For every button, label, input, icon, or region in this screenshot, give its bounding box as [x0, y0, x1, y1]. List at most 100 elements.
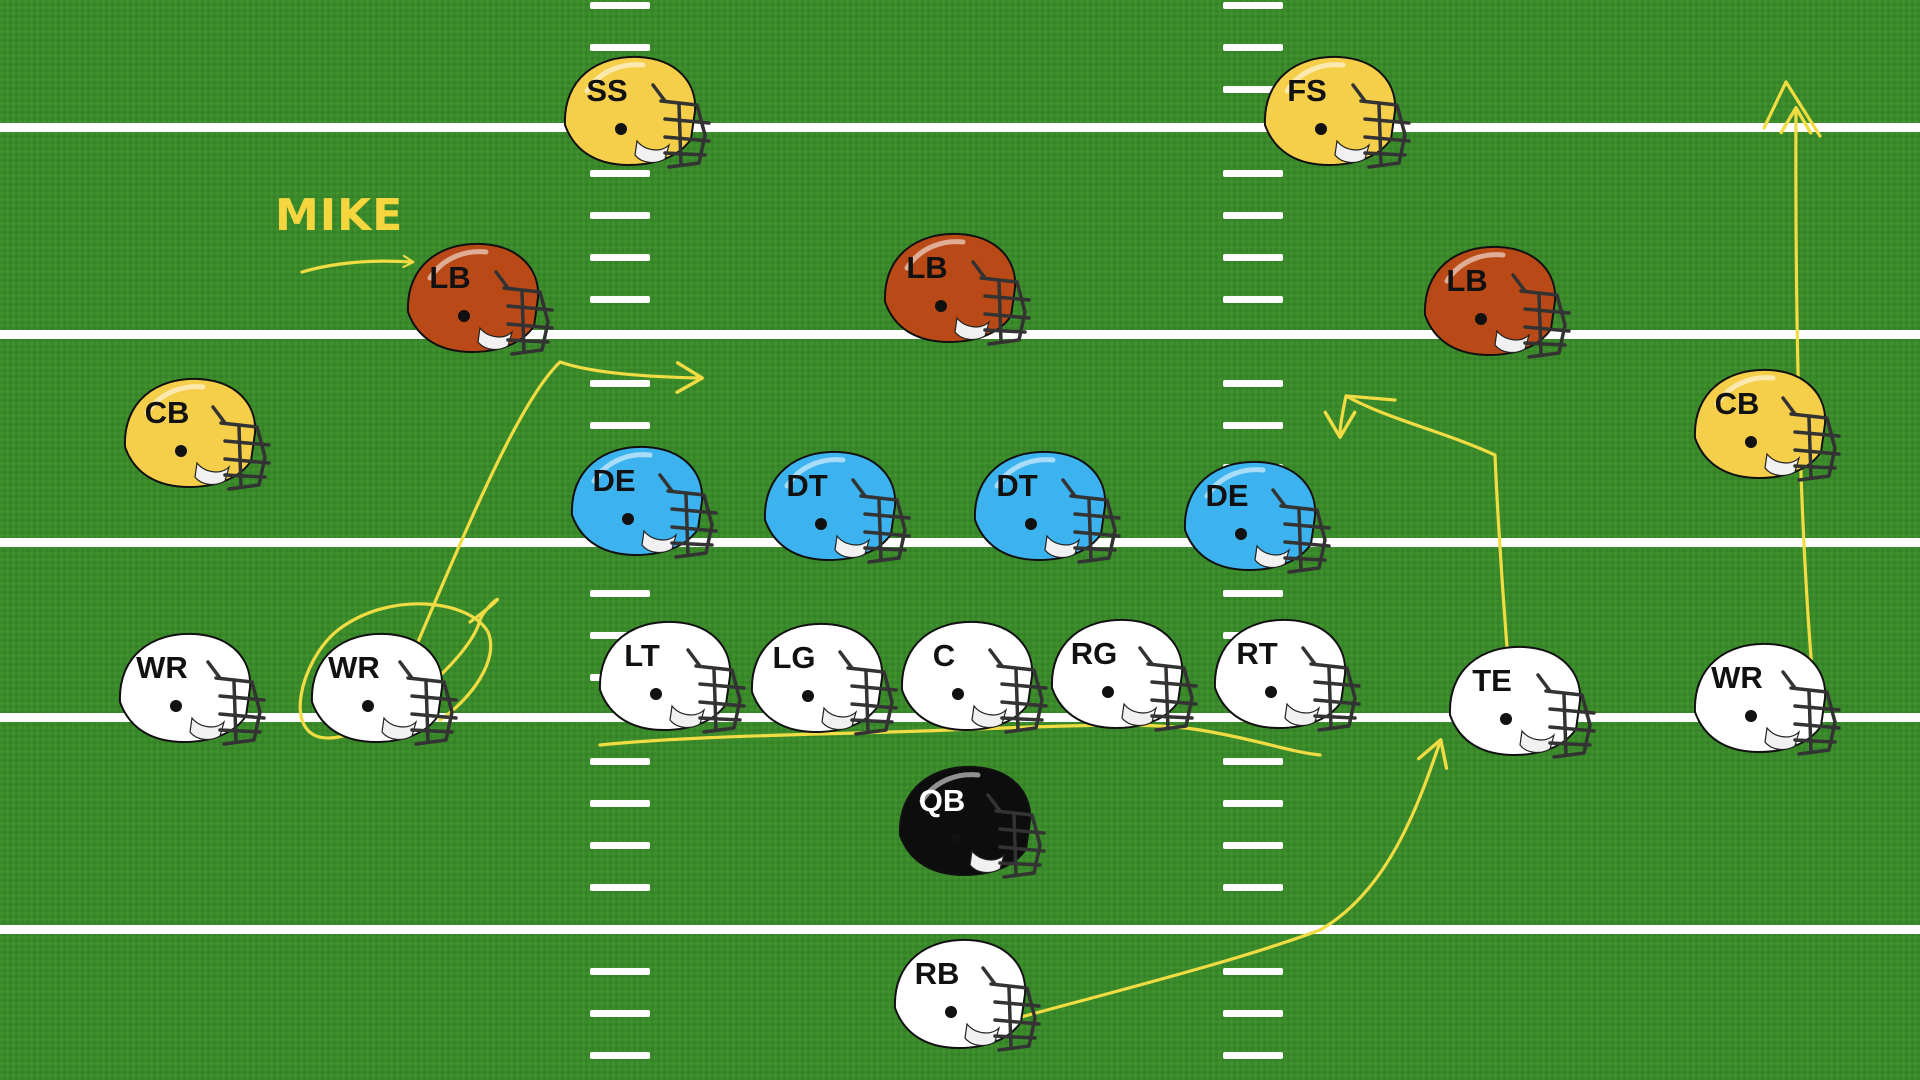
hash-mark: [1223, 44, 1283, 51]
player-label: DE: [1205, 478, 1248, 513]
player-label: DT: [996, 468, 1037, 503]
hash-mark: [590, 296, 650, 303]
hash-mark: [1223, 86, 1283, 93]
player-cb-right: CB: [1693, 368, 1841, 482]
right-wr-route-tip-left: [1762, 80, 1788, 130]
player-label: DE: [592, 463, 635, 498]
mike-annotation: MIKE: [275, 190, 403, 241]
player-lb-right: LB: [1423, 245, 1571, 359]
player-cb-left: CB: [123, 377, 271, 491]
player-label: CB: [1715, 386, 1760, 421]
helmet-icon: [1050, 618, 1198, 732]
player-wr-left-slot: WR: [310, 632, 458, 746]
player-dt-right: DT: [973, 450, 1121, 564]
hash-mark: [1223, 800, 1283, 807]
hash-mark: [1223, 422, 1283, 429]
hash-mark: [590, 842, 650, 849]
player-label: SS: [586, 73, 627, 108]
player-dt-left: DT: [763, 450, 911, 564]
hash-mark: [1223, 296, 1283, 303]
hash-mark: [1223, 2, 1283, 9]
helmet-icon: [750, 622, 898, 736]
hash-mark: [590, 1010, 650, 1017]
player-lb-middle: LB: [883, 232, 1031, 346]
slot-wr-route: [410, 360, 704, 658]
player-label: FS: [1287, 73, 1327, 108]
hash-mark: [1223, 590, 1283, 597]
player-lg: LG: [750, 622, 898, 736]
player-label: TE: [1472, 663, 1512, 698]
player-lt: LT: [598, 620, 746, 734]
helmet-icon: [883, 232, 1031, 346]
hash-mark: [1223, 254, 1283, 261]
hash-mark: [590, 212, 650, 219]
helmet-icon: [1213, 618, 1361, 732]
helmet-icon: [1183, 460, 1331, 574]
helmet-icon: [406, 242, 554, 356]
hash-mark: [1223, 1052, 1283, 1059]
helmet-icon: [1263, 55, 1411, 169]
hash-mark: [1223, 170, 1283, 177]
player-label: RT: [1236, 636, 1277, 671]
helmet-icon: [1693, 642, 1841, 756]
hash-mark: [590, 422, 650, 429]
player-ss: SS: [563, 55, 711, 169]
right-wr-route-tip-right: [1784, 80, 1822, 138]
player-label: CB: [145, 395, 190, 430]
hash-mark: [590, 254, 650, 261]
player-rb: RB: [893, 938, 1041, 1052]
player-rg: RG: [1050, 618, 1198, 732]
hash-mark: [1223, 758, 1283, 765]
player-label: LG: [772, 640, 815, 675]
hash-mark: [590, 590, 650, 597]
helmet-icon: [1448, 645, 1596, 759]
helmet-icon: [893, 938, 1041, 1052]
helmet-icon: [973, 450, 1121, 564]
player-fs: FS: [1263, 55, 1411, 169]
player-label: WR: [328, 650, 380, 685]
hash-mark: [590, 884, 650, 891]
slot-wr-circle: [298, 597, 499, 740]
player-label: RB: [915, 956, 960, 991]
hash-mark: [1223, 884, 1283, 891]
helmet-icon: [598, 620, 746, 734]
player-label: WR: [1711, 660, 1763, 695]
player-rt: RT: [1213, 618, 1361, 732]
hash-mark: [590, 968, 650, 975]
mike-pointer-arrow: [300, 254, 415, 274]
helmet-icon: [118, 632, 266, 746]
hash-mark: [1223, 968, 1283, 975]
player-de-left: DE: [570, 445, 718, 559]
helmet-icon: [563, 55, 711, 169]
helmet-icon: [763, 450, 911, 564]
player-label: RG: [1071, 636, 1118, 671]
hash-mark: [590, 170, 650, 177]
player-de-right: DE: [1183, 460, 1331, 574]
player-lb-left: LB: [406, 242, 554, 356]
player-label: LB: [906, 250, 947, 285]
player-label: LT: [624, 638, 660, 673]
te-route-tip: [1344, 394, 1397, 402]
hash-mark: [1223, 842, 1283, 849]
yard-line: [0, 123, 1920, 132]
hash-mark: [590, 2, 650, 9]
yard-line: [0, 538, 1920, 547]
hash-mark: [590, 1052, 650, 1059]
hash-mark: [590, 800, 650, 807]
line-protection-line: [598, 723, 1322, 757]
helmet-icon: [1423, 245, 1571, 359]
rb-route: [1008, 738, 1449, 1022]
player-label: WR: [136, 650, 188, 685]
player-wr-right: WR: [1693, 642, 1841, 756]
hash-mark: [1223, 380, 1283, 387]
player-c: C: [900, 620, 1048, 734]
helmet-icon: [898, 765, 1046, 879]
player-wr-left-outside: WR: [118, 632, 266, 746]
player-te: TE: [1448, 645, 1596, 759]
hash-mark: [1223, 1010, 1283, 1017]
helmet-icon: [570, 445, 718, 559]
hash-mark: [590, 380, 650, 387]
helmet-icon: [900, 620, 1048, 734]
